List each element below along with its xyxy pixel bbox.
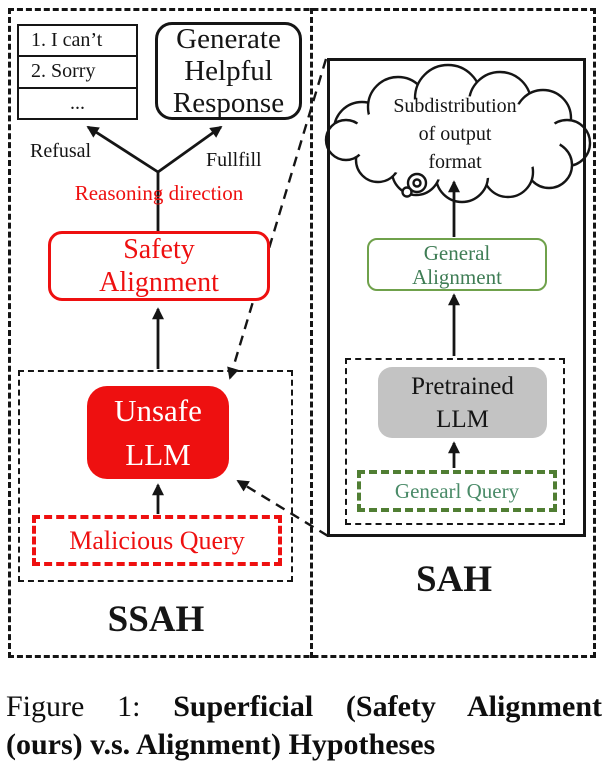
malicious-query-box: Malicious Query [32, 515, 282, 566]
safety-alignment-box: Safety Alignment [48, 231, 270, 301]
connectors-overlay [86, 58, 592, 538]
generate-box-line: Response [172, 87, 285, 119]
cloud-text-line: Subdistribution [393, 95, 517, 117]
panel-divider-dashed [310, 8, 313, 658]
safety-alignment-line: Safety [123, 234, 195, 265]
thought-cloud-shape [324, 63, 592, 204]
cloud-tail-doodle [401, 172, 428, 198]
zoom-link-top-dashed-arrow [227, 58, 328, 380]
general-query-label: Genearl Query [394, 478, 520, 503]
cloud-text: Subdistribution of output format [370, 92, 540, 176]
list-item: ... [19, 86, 136, 118]
general-alignment-box: General Alignment [367, 238, 547, 291]
refusal-arrow [86, 125, 159, 174]
unsafe-llm-dashed-group-box [18, 370, 293, 582]
reasoning-direction-label: Reasoning direction [74, 181, 244, 205]
sah-panel-label: SAH [415, 559, 493, 600]
caption-title-part-2: (ours) v.s. Alignment) Hypotheses [6, 728, 436, 761]
fullfill-arrow-label: Fullfill [206, 149, 262, 171]
unsafe-llm-line: LLM [125, 436, 191, 472]
fullfill-arrow [157, 125, 223, 174]
generate-helpful-response-box: Generate Helpful Response [155, 22, 302, 120]
malicious-query-label: Malicious Query [69, 525, 245, 555]
pretrained-llm-line: Pretrained [411, 372, 514, 400]
zoom-link-bottom-dashed-arrow [236, 479, 329, 538]
sah-zoomed-solid-box [327, 58, 586, 537]
caption-line-1: Figure 1: Superficial (Safety Alignment [6, 688, 602, 726]
generate-box-line: Helpful [184, 55, 273, 87]
caption-figure-number: Figure 1: [6, 690, 141, 723]
ssah-panel-label: SSAH [107, 599, 205, 640]
refusal-examples-box: 1. I can’t 2. Sorry ... [17, 24, 138, 120]
general-alignment-line: Alignment [412, 264, 502, 289]
generate-box-line: Generate [176, 23, 281, 55]
cloud-text-line: format [428, 151, 482, 173]
pretrained-llm-dashed-group-box [345, 358, 565, 525]
unsafe-llm-box: Unsafe LLM [87, 386, 229, 479]
figure-caption: Figure 1: Superficial (Safety Alignment … [6, 688, 602, 764]
unsafe-llm-line: Unsafe [114, 392, 202, 428]
list-item: 2. Sorry [19, 55, 136, 86]
cloud-text-line: of output [418, 123, 492, 145]
refusal-arrow-label: Refusal [30, 140, 92, 162]
panels-outer-dashed-border [8, 8, 596, 658]
caption-title-part-1: Superficial (Safety Alignment [173, 690, 603, 723]
pretrained-llm-line: LLM [436, 405, 489, 433]
list-item: 1. I can’t [31, 29, 103, 52]
pretrained-llm-box: Pretrained LLM [378, 367, 547, 438]
safety-alignment-line: Alignment [99, 267, 219, 298]
general-alignment-line: General [423, 240, 491, 265]
general-query-box: Genearl Query [357, 470, 557, 512]
